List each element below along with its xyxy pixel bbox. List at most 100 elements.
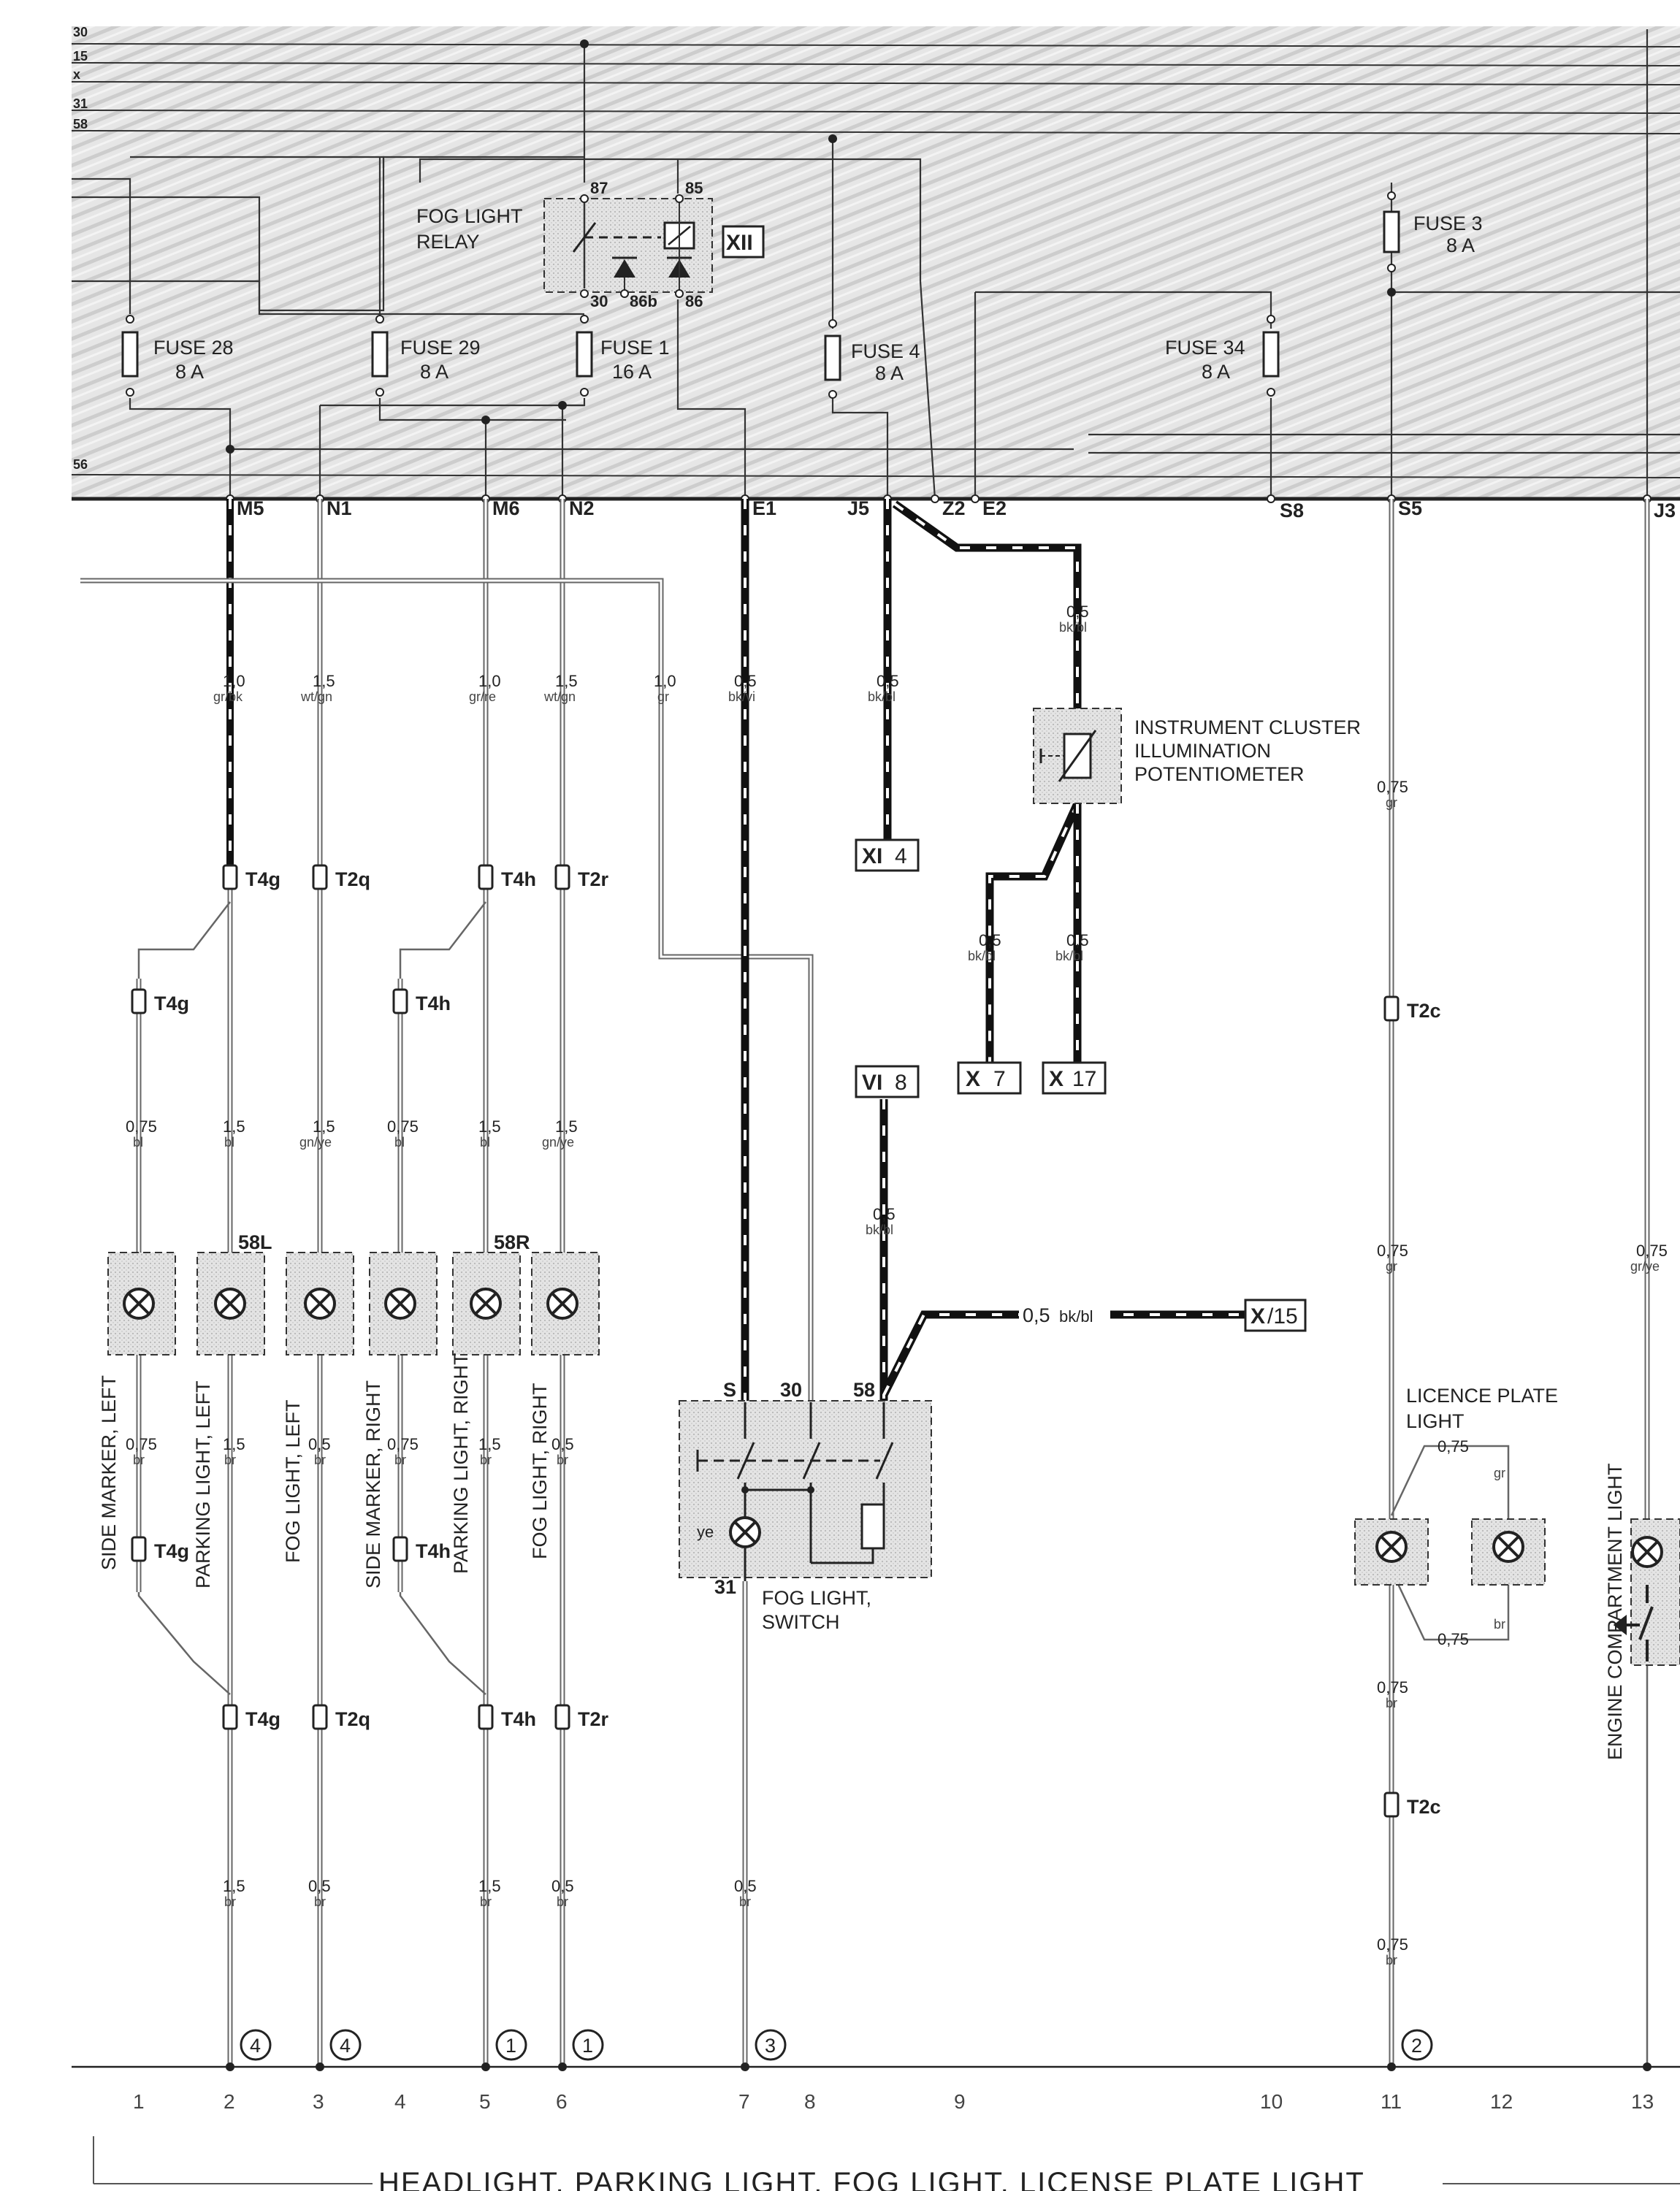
fuse-pins (126, 191, 1396, 399)
wire-label-color: br (224, 1453, 236, 1467)
lamp-icon (546, 1288, 579, 1320)
wire-label-size: 0,5 (979, 931, 1001, 949)
licence-plate-wire-size: 0,75 (1437, 1437, 1469, 1456)
bus-label-58: 58 (73, 117, 88, 131)
relay-terminal-86: 86 (685, 292, 703, 310)
column-number: 13 (1631, 2090, 1654, 2113)
bus-label-30: 30 (73, 25, 88, 39)
column-number: 1 (133, 2090, 145, 2113)
fuse-4-name: FUSE 4 (851, 340, 920, 362)
licence-plate-label-line1: LICENCE PLATE (1406, 1385, 1558, 1407)
wire-label-color: gr/bk (213, 689, 243, 704)
lamp-boxes (107, 1252, 1680, 1666)
licence-plate-wire-color: br (1494, 1617, 1505, 1632)
wire-label-color: br (557, 1894, 568, 1909)
wire-label-color: br (133, 1453, 145, 1467)
switch-lamp-color: ye (697, 1523, 714, 1541)
wire-label-color: bk/bl (866, 1223, 893, 1237)
plug-t2r: T2r (578, 1708, 609, 1730)
relay-roman-box (722, 225, 765, 259)
lamp-label-side-marker-left: SIDE MARKER, LEFT (98, 1375, 120, 1570)
wire-label-color: br (224, 1894, 236, 1909)
lamp-label-fog-light-left: FOG LIGHT, LEFT (282, 1399, 304, 1563)
wire-label-color: bk/bl (968, 949, 996, 963)
wire-label-color: gr/ye (1630, 1259, 1660, 1274)
plug-t4g: T4g (245, 1708, 280, 1730)
ground-marker-number: 3 (765, 2035, 776, 2057)
lamp-icon (470, 1288, 502, 1320)
lamp-terminal-58r: 58R (494, 1231, 530, 1253)
wire-label-color: br (480, 1894, 492, 1909)
reference-roman: VI (862, 1071, 882, 1095)
connector-z2: Z2 (942, 497, 966, 519)
licence-plate-label-line2: LIGHT (1406, 1410, 1465, 1432)
switch-terminal-58: 58 (853, 1379, 875, 1401)
connector-m6: M6 (492, 497, 520, 519)
bus-label-x: x (73, 67, 80, 82)
wire-label-color: gn/ye (542, 1135, 574, 1150)
wire-label-size: 0,75 (387, 1435, 419, 1453)
wire-label-size: 1,5 (555, 1117, 578, 1136)
wire-label-size: 0,5 (1066, 931, 1089, 949)
lamp-symbols (123, 1288, 1663, 1568)
wire-label-color: bk/bl (1055, 949, 1083, 963)
fusebox-background (72, 26, 1680, 499)
inline-wire-color: bk/bl (1059, 1307, 1093, 1326)
wire-label-size: 0,5 (308, 1435, 331, 1453)
relay-terminal-85: 85 (685, 179, 703, 197)
relay-terminal-30: 30 (590, 292, 608, 310)
wire-label-color: bk/bl (868, 689, 896, 704)
wire-label-size: 1,0 (223, 672, 245, 690)
wire-label-size: 0,5 (734, 672, 757, 690)
switch-lamp-icon (729, 1516, 761, 1548)
column-number: 12 (1490, 2090, 1513, 2113)
fuse-symbols (121, 210, 1400, 381)
wire-label-size: 0,5 (551, 1877, 574, 1895)
reference-roman: X (1251, 1304, 1265, 1328)
wire-label-size: 1,0 (654, 672, 676, 690)
wire-label-color: bl (133, 1135, 143, 1150)
connector-s5: S5 (1398, 497, 1422, 519)
fog-light-switch (679, 1400, 932, 1581)
wire-label-size: 0,5 (1066, 603, 1089, 621)
wire-label-size: 1,5 (313, 672, 335, 690)
relay-terminal-87: 87 (590, 179, 608, 197)
wire-label-size: 0,5 (877, 672, 899, 690)
inline-wire-label-bg (1019, 1304, 1110, 1326)
ground-marker-number: 4 (250, 2035, 261, 2057)
switch-label-line2: SWITCH (762, 1611, 839, 1633)
lamp-label-fog-light-right: FOG LIGHT, RIGHT (529, 1383, 551, 1559)
column-number: 9 (954, 2090, 966, 2113)
plug-t2q: T2q (335, 1708, 370, 1730)
wire-label-size: 1,5 (478, 1877, 501, 1895)
connector-j5: J5 (847, 497, 869, 519)
connector-j3: J3 (1654, 500, 1676, 521)
switch-terminal-s: S (723, 1379, 736, 1401)
wire-label-color: bl (224, 1135, 234, 1150)
lamp-icon (214, 1288, 246, 1320)
wire-label-size: 0,75 (1377, 1242, 1408, 1260)
wire-label-color: bk/bl (1059, 620, 1087, 635)
wire-label-size: 0,75 (1377, 1935, 1408, 1954)
column-number: 2 (224, 2090, 235, 2113)
relay-label-line2: RELAY (416, 231, 480, 253)
connector-e1: E1 (752, 497, 776, 519)
column-number: 8 (804, 2090, 816, 2113)
wire-label-color: gr/re (469, 689, 496, 704)
wire-label-color: wt/gn (300, 689, 332, 704)
column-number: 3 (313, 2090, 324, 2113)
column-number: 11 (1381, 2090, 1402, 2113)
lamp-label-parking-light-left: PARKING LIGHT, LEFT (192, 1380, 214, 1588)
wire-label-color: br (480, 1453, 492, 1467)
ground-marker-number: 4 (340, 2035, 351, 2057)
plug-t2c: T2c (1407, 1000, 1441, 1022)
column-number: 7 (738, 2090, 750, 2113)
connector-n1: N1 (327, 497, 352, 519)
fuse-34-name: FUSE 34 (1165, 337, 1245, 359)
wire-label-size: 1,5 (478, 1117, 501, 1136)
title-bracket (93, 2136, 1680, 2184)
engine-light-switch-icon (1613, 1585, 1654, 1662)
reference-roman: X (966, 1067, 980, 1091)
wire-label-color: br (314, 1453, 326, 1467)
